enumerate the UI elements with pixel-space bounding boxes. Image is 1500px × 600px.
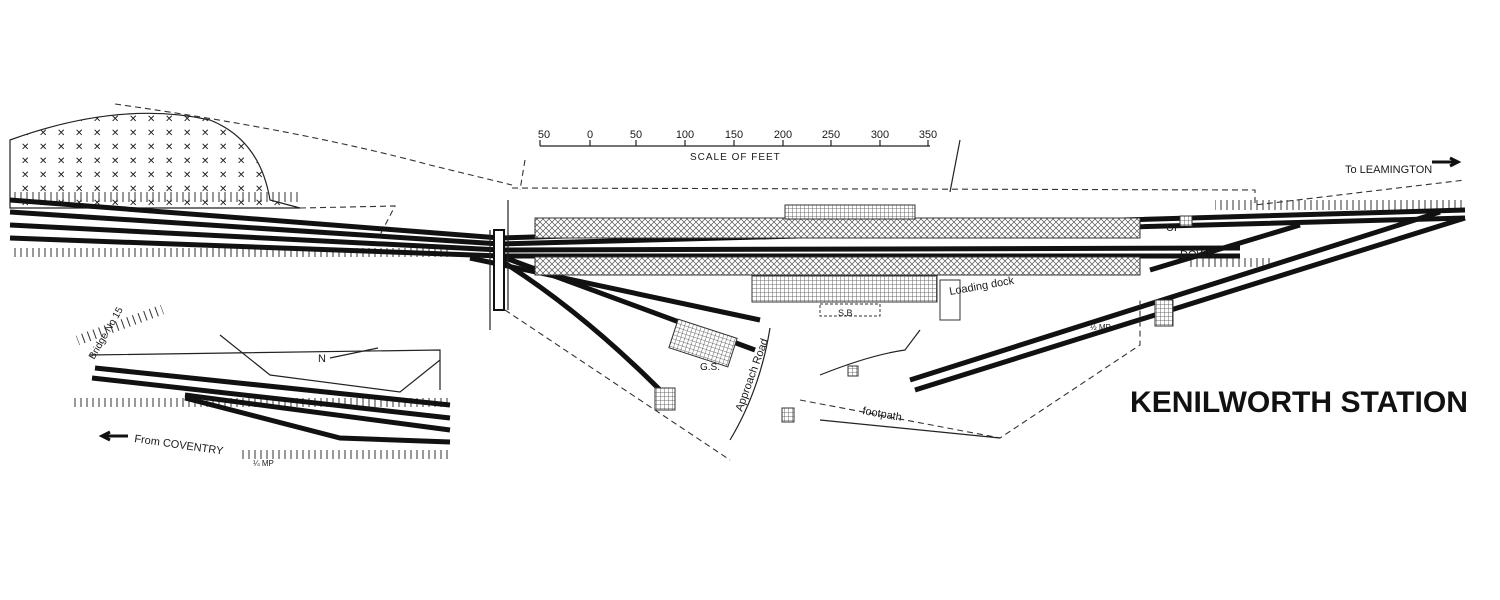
station-building-down: [751, 275, 938, 303]
inset-track: [91, 375, 451, 421]
loading-dock: [939, 279, 961, 321]
inset-track: [184, 395, 451, 445]
up-line-label: UP: [1166, 222, 1181, 234]
wooded-embankment: [9, 112, 301, 209]
station-forecourt: [819, 329, 921, 376]
scale-tick-label: 50: [538, 129, 550, 141]
inset-fence: [240, 450, 450, 459]
overbridge-road: [489, 200, 509, 330]
signal-box-label: S.B: [838, 308, 853, 318]
goods-shed-label: G.S.: [700, 362, 720, 373]
to-leamington-arrow: [1432, 156, 1462, 168]
boundary-line: [504, 309, 731, 461]
quarter-mile-post-label: ¼ MP: [253, 459, 274, 468]
boundary-line: [114, 103, 513, 186]
scale-bar: 50 0 50 100 150 200 250 300 350: [538, 129, 937, 147]
boundary-line: [511, 179, 1466, 206]
cutting-fence: [1190, 258, 1270, 267]
scale-tick-label: 200: [774, 129, 792, 141]
cutting-fence: [10, 248, 450, 257]
from-coventry-label: From COVENTRY: [134, 433, 225, 457]
scale-tick-label: 300: [871, 129, 889, 141]
scale-tick-label: 350: [919, 129, 937, 141]
scale-caption: SCALE OF FEET: [690, 152, 781, 163]
outbuilding: [654, 387, 676, 411]
scale-tick-label: 0: [587, 129, 593, 141]
inset-boundary: [219, 334, 441, 393]
inset-boundary: [89, 349, 441, 390]
footpath-line: [819, 419, 1001, 439]
inset-track: [184, 392, 451, 433]
north-arrow-letter: N: [318, 353, 326, 365]
east-sidings: [909, 209, 1441, 383]
siding-track: [469, 255, 761, 323]
inset-fence: [76, 304, 164, 346]
scale-tick-label: 50: [630, 129, 642, 141]
footpath-label: footpath: [861, 405, 902, 424]
from-coventry-arrow: [98, 430, 128, 442]
to-leamington-label: To LEAMINGTON: [1345, 164, 1432, 176]
overbridge: [493, 229, 505, 311]
footpath-line: [799, 300, 1141, 439]
siding-track: [498, 257, 662, 392]
down-platform: [534, 256, 1141, 276]
scale-tick-label: 150: [725, 129, 743, 141]
boundary-line: [519, 159, 526, 191]
up-platform: [534, 217, 1141, 239]
station-title: KENILWORTH STATION: [1130, 386, 1468, 419]
station-building-up: [784, 204, 916, 220]
boundary-line: [299, 205, 396, 236]
loading-dock-label: Loading dock: [948, 275, 1015, 298]
outbuilding: [1179, 215, 1193, 227]
outbuilding: [1154, 299, 1174, 327]
east-sidings: [914, 215, 1466, 393]
north-arrow: [329, 347, 379, 359]
scale-tick-label: 100: [676, 129, 694, 141]
boundary-line: [949, 139, 961, 193]
inset-track: [94, 365, 451, 408]
outbuilding: [847, 365, 859, 377]
goods-shed: [668, 318, 738, 368]
cutting-fence: [1215, 200, 1465, 210]
half-mile-post-label: ½ MP: [1090, 323, 1111, 332]
scale-tick-label: 250: [822, 129, 840, 141]
east-sidings: [1149, 222, 1301, 273]
signal-box: [819, 303, 881, 317]
approach-road: [729, 327, 771, 441]
down-line-label: DOWN: [1180, 249, 1215, 261]
cutting-fence: [10, 192, 300, 202]
outbuilding: [781, 407, 795, 423]
